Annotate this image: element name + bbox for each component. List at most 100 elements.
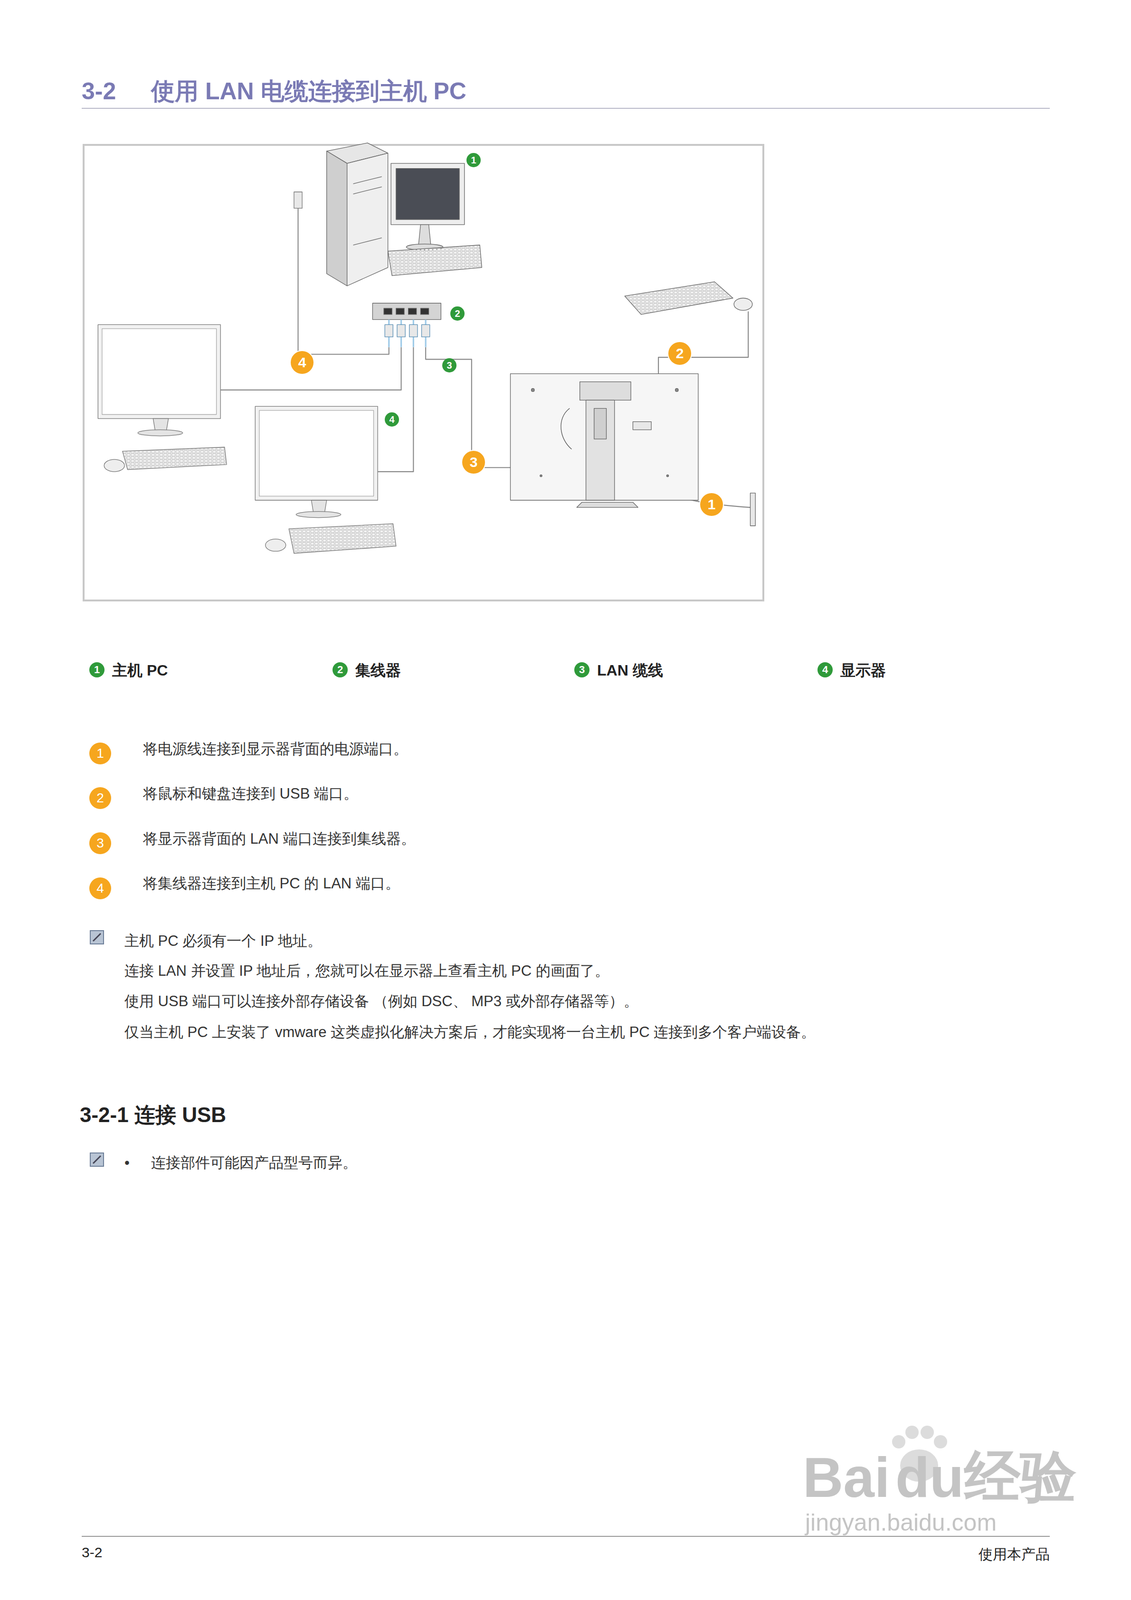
note-text: 连接 LAN 并设置 IP 地址后，您就可以在显示器上查看主机 PC 的画面了。 bbox=[124, 960, 610, 981]
step-number: 4 bbox=[89, 877, 112, 900]
host-pc-illustration bbox=[396, 168, 460, 220]
watermark: du bbox=[895, 1444, 964, 1510]
host-pc-illustration bbox=[353, 186, 382, 194]
hub-illustration bbox=[372, 303, 441, 320]
page-art bbox=[97, 142, 756, 554]
monitor-back-view bbox=[576, 502, 638, 508]
bullet: • bbox=[124, 1154, 130, 1172]
client-monitor-left bbox=[104, 459, 125, 472]
key-number: 3 bbox=[574, 662, 590, 678]
diagram-frame bbox=[83, 144, 764, 601]
step-number: 2 bbox=[89, 787, 112, 809]
wires bbox=[298, 208, 390, 354]
key-number: 4 bbox=[817, 662, 833, 678]
watermark-paw bbox=[905, 1425, 919, 1439]
monitor-back-view bbox=[624, 281, 733, 315]
footer-rule bbox=[81, 1535, 1050, 1537]
monitor-back-view bbox=[750, 493, 756, 526]
client-monitor-middle bbox=[288, 523, 397, 553]
diagram-frame bbox=[83, 144, 764, 601]
monitor-back-view bbox=[586, 399, 615, 501]
step-text: 将电源线连接到显示器背面的电源端口。 bbox=[142, 739, 409, 760]
note-icon bbox=[90, 1152, 104, 1167]
host-pc-illustration bbox=[353, 237, 382, 246]
step-text: 将显示器背面的 LAN 端口连接到集线器。 bbox=[142, 828, 416, 849]
note-icon bbox=[93, 933, 101, 941]
wires bbox=[377, 347, 414, 472]
client-monitor-middle bbox=[255, 406, 378, 501]
client-monitor-middle bbox=[295, 511, 342, 518]
client-monitor-left bbox=[97, 324, 227, 472]
monitor-back-view bbox=[540, 474, 542, 477]
page-number: 3-2 bbox=[81, 1544, 103, 1561]
monitor-back-view bbox=[675, 388, 679, 392]
callout-number: 3 bbox=[442, 358, 457, 373]
host-pc-illustration bbox=[418, 224, 431, 246]
note-icon bbox=[93, 1155, 101, 1164]
host-pc-illustration bbox=[353, 176, 382, 184]
monitor-back-view bbox=[531, 388, 535, 392]
step-text: 将集线器连接到主机 PC 的 LAN 端口。 bbox=[142, 873, 400, 894]
host-pc-illustration bbox=[388, 245, 483, 276]
monitor-back-view bbox=[510, 281, 756, 526]
callout-number: 4 bbox=[384, 412, 400, 427]
host-pc-illustration bbox=[390, 163, 465, 225]
lan-plugs bbox=[384, 324, 393, 337]
client-monitor-middle bbox=[311, 500, 327, 513]
monitor-back-view bbox=[666, 474, 669, 477]
note-text: 仅当主机 PC 上安装了 vmware 这类虚拟化解决方案后，才能实现将一台主机… bbox=[124, 1022, 816, 1043]
host-pc-illustration bbox=[326, 151, 348, 286]
monitor-back-view bbox=[594, 408, 607, 439]
note-text: 使用 USB 端口可以连接外部存储设备 （例如 DSC、 MP3 或外部存储器等… bbox=[124, 991, 639, 1012]
monitor-back-view bbox=[510, 373, 699, 501]
section-number: 3-2 bbox=[81, 77, 116, 105]
note-text: 主机 PC 必须有一个 IP 地址。 bbox=[124, 931, 323, 951]
page-title: 使用 LAN 电缆连接到主机 PC bbox=[151, 75, 467, 108]
wires bbox=[220, 208, 751, 508]
client-monitor-left bbox=[102, 328, 217, 415]
title-rule bbox=[81, 108, 1050, 109]
wires bbox=[220, 347, 401, 390]
callout-number: 3 bbox=[462, 450, 485, 474]
note-icon bbox=[90, 1152, 104, 1167]
footer-rule bbox=[81, 1536, 1050, 1537]
monitor-back-view bbox=[632, 421, 652, 430]
monitor-back-view bbox=[560, 408, 572, 450]
note-text: 连接部件可能因产品型号而异。 bbox=[151, 1152, 358, 1173]
host-pc-illustration bbox=[326, 142, 483, 286]
callout-number: 2 bbox=[450, 306, 465, 321]
monitor-back-view bbox=[579, 381, 631, 401]
key-text: LAN 缆线 bbox=[597, 660, 664, 682]
client-monitor-middle bbox=[265, 539, 286, 552]
lan-plugs bbox=[294, 191, 303, 209]
client-monitor-left bbox=[152, 418, 169, 431]
hub-illustration bbox=[408, 308, 417, 315]
key-number: 2 bbox=[332, 662, 348, 678]
step-number: 3 bbox=[89, 832, 112, 855]
client-monitor-left bbox=[137, 429, 183, 437]
lan-plugs bbox=[409, 324, 418, 337]
client-monitor-left bbox=[97, 324, 221, 419]
callout-number: 1 bbox=[466, 152, 481, 168]
subsection-heading: 3-2-1 连接 USB bbox=[79, 1101, 227, 1130]
watermark-paw bbox=[920, 1425, 934, 1439]
note-icon bbox=[90, 930, 104, 944]
watermark: jingyan.baidu.com bbox=[805, 1508, 997, 1537]
key-number: 1 bbox=[89, 662, 105, 678]
key-text: 主机 PC bbox=[112, 660, 168, 682]
lan-plugs bbox=[397, 324, 406, 337]
callout-number: 1 bbox=[700, 493, 723, 516]
host-pc-illustration bbox=[347, 152, 389, 286]
key-text: 显示器 bbox=[840, 660, 886, 682]
callout-number: 2 bbox=[668, 342, 692, 365]
step-text: 将鼠标和键盘连接到 USB 端口。 bbox=[142, 783, 359, 804]
watermark: 经验 bbox=[964, 1439, 1077, 1516]
client-monitor-left bbox=[122, 446, 227, 470]
client-monitor-middle bbox=[259, 410, 374, 497]
hub-illustration bbox=[372, 303, 441, 320]
title-rule bbox=[81, 107, 1050, 109]
watermark: Bai bbox=[802, 1444, 891, 1510]
hub-illustration bbox=[396, 308, 405, 315]
lan-plugs bbox=[421, 324, 430, 337]
monitor-back-view bbox=[733, 298, 753, 311]
